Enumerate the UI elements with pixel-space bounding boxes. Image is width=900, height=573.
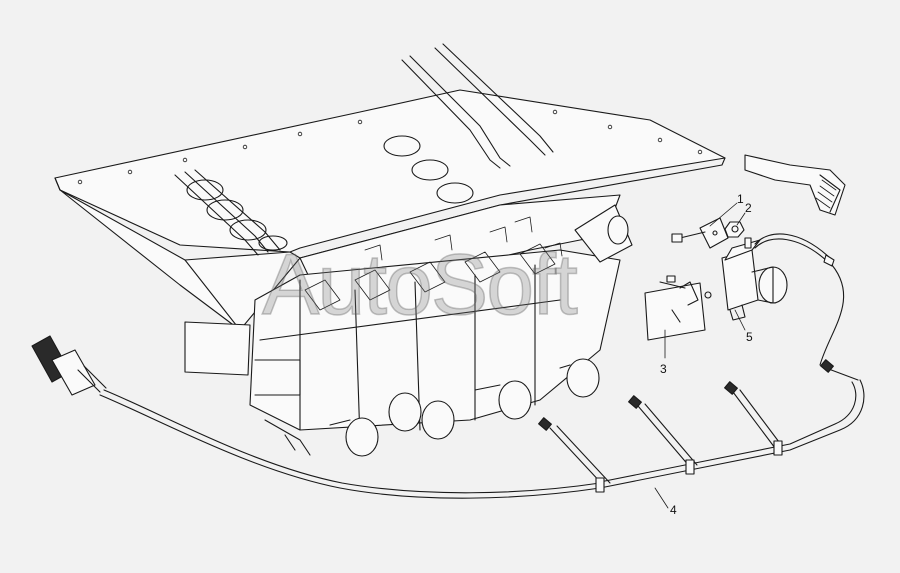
part-2-nut (724, 221, 745, 238)
callout-1: 1 (737, 192, 744, 206)
callout-3: 3 (660, 362, 667, 376)
callout-5: 5 (746, 330, 753, 344)
callout-2: 2 (745, 201, 752, 215)
callout-leaders (654, 202, 746, 509)
callout-4: 4 (670, 503, 677, 517)
metering-housings (249, 204, 633, 457)
hopper-frame (54, 43, 726, 376)
part-3-sensor-plate (644, 275, 712, 341)
bracket-top-right (744, 154, 846, 216)
part-5-sensor (721, 233, 845, 366)
part-1-bracket (671, 217, 729, 249)
part-4-wiring-harness (31, 335, 865, 499)
